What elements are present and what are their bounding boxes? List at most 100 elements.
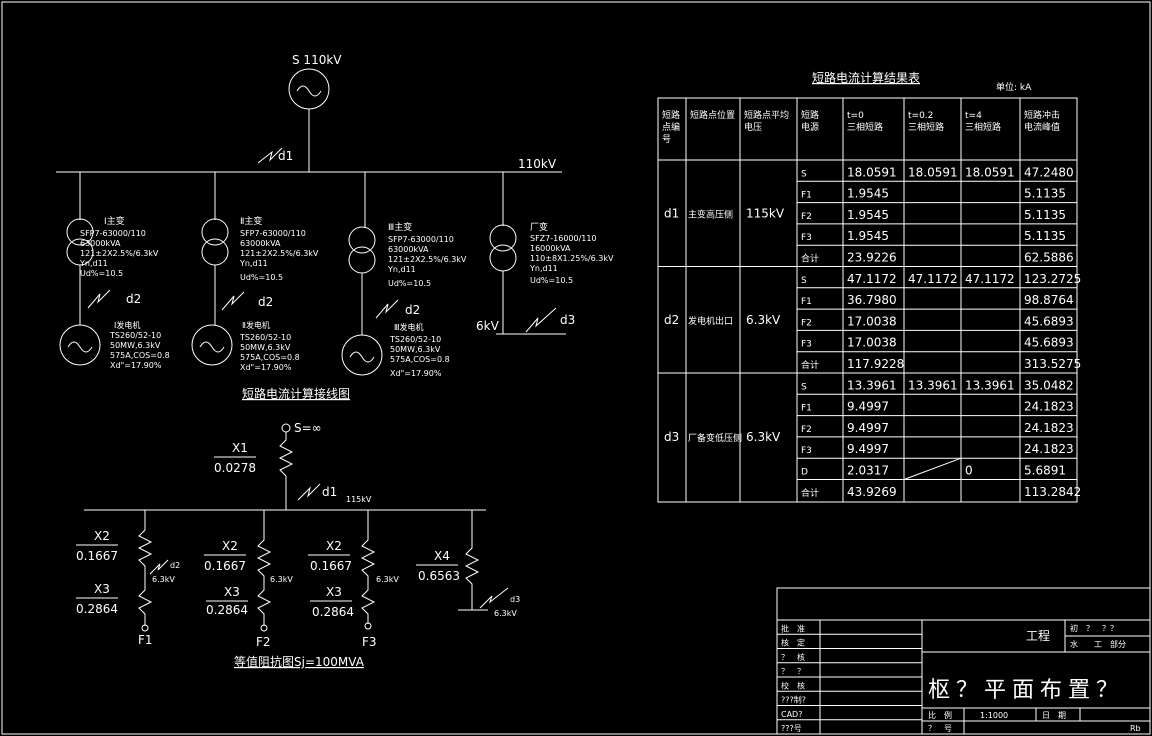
table-header-cell: 电压 <box>744 121 762 133</box>
svg-text:Ud%=10.5: Ud%=10.5 <box>240 273 283 282</box>
table-cell: F3 <box>801 340 812 350</box>
table-cell: S <box>801 169 807 179</box>
svg-text:Xd"=17.90%: Xd"=17.90% <box>390 369 442 378</box>
table-cell: 47.2480 <box>1024 165 1074 179</box>
fault-voltage: 115kV <box>746 206 785 220</box>
svg-text:0.2864: 0.2864 <box>76 602 118 616</box>
svg-text:Ⅲ发电机: Ⅲ发电机 <box>394 322 424 332</box>
transformer-winding-icon <box>201 238 229 266</box>
table-cell: 18.0591 <box>847 165 897 179</box>
table-cell: 1.9545 <box>847 208 889 222</box>
impedance-branch-f3 <box>360 510 376 624</box>
table-cell: 合计 <box>801 487 819 499</box>
svg-text:SFZ7-16000/110: SFZ7-16000/110 <box>530 234 597 243</box>
svg-text:575A,COS=0.8: 575A,COS=0.8 <box>110 351 170 360</box>
svg-text:Ud%=10.5: Ud%=10.5 <box>80 269 123 278</box>
table-cell: 17.0038 <box>847 314 897 328</box>
svg-text:575A,COS=0.8: 575A,COS=0.8 <box>390 355 450 364</box>
table-cell: 合计 <box>801 253 819 265</box>
title-block-row-label: 校 核 <box>781 680 805 690</box>
date-label: 日 期 <box>1042 711 1066 720</box>
svg-text:6.3kV: 6.3kV <box>494 609 517 618</box>
table-cell: 18.0591 <box>965 165 1015 179</box>
table-header-cell: 短路 <box>801 109 819 121</box>
svg-text:d2: d2 <box>258 295 273 309</box>
source-wave-icon <box>296 85 322 97</box>
fault-arrow-d1-icon <box>257 147 283 164</box>
table-header-cell: 点编 <box>662 121 680 133</box>
svg-text:Yn,d11: Yn,d11 <box>79 259 108 268</box>
generator-symbol <box>191 324 233 366</box>
table-cell: 13.3961 <box>847 378 897 392</box>
impedance-x1 <box>278 432 294 510</box>
table-cell: 47.1172 <box>847 272 897 286</box>
svg-text:Xd"=17.90%: Xd"=17.90% <box>110 361 162 370</box>
table-cell: 23.9226 <box>847 251 897 265</box>
fault-arrow-icon <box>525 307 557 333</box>
table-cell: S <box>801 276 807 286</box>
table-header-cell: 电流峰值 <box>1024 121 1060 133</box>
svg-text:TS260/52-10: TS260/52-10 <box>109 331 161 340</box>
table-cell: 123.2725 <box>1024 272 1081 286</box>
table-cell: D <box>801 468 808 478</box>
fault-location: 厂备变低压侧 <box>688 432 742 444</box>
svg-text:d2: d2 <box>170 561 180 570</box>
table-cell: 24.1823 <box>1024 442 1074 456</box>
impedance-caption: 等值阻抗图Sj=100MVA <box>234 654 365 669</box>
svg-text:Yn,d11: Yn,d11 <box>529 264 558 273</box>
fault-arrow-icon <box>149 559 169 575</box>
generator-symbol <box>341 334 383 376</box>
table-cell: F3 <box>801 446 812 456</box>
svg-text:6kV: 6kV <box>476 319 500 333</box>
svg-text:厂变: 厂变 <box>530 221 548 233</box>
table-cell: 62.5886 <box>1024 251 1074 265</box>
svg-text:Ⅲ主变: Ⅲ主变 <box>388 221 412 233</box>
table-unit: 单位: kA <box>996 81 1032 93</box>
branch-4-aux: 厂变 SFZ7-16000/110 16000kVA 110±8X1.25%/6… <box>476 172 614 335</box>
table-cell: 43.9269 <box>847 485 897 499</box>
table-cell: 5.6891 <box>1024 464 1066 478</box>
table-cell: S <box>801 382 807 392</box>
table-cell: 47.1172 <box>908 272 958 286</box>
svg-text:63000kVA: 63000kVA <box>80 239 121 248</box>
svg-text:16000kVA: 16000kVA <box>530 244 571 253</box>
branch-1: Ⅰ主变 SFP7-63000/110 63000kVA 121±2X2.5%/6… <box>59 172 170 370</box>
svg-text:TS260/52-10: TS260/52-10 <box>389 335 441 344</box>
svg-text:0.1667: 0.1667 <box>204 559 246 573</box>
impedance-branch-f2 <box>256 510 272 626</box>
title-block-row-label: ？ 核 <box>781 652 805 662</box>
svg-text:121±2X2.5%/6.3kV: 121±2X2.5%/6.3kV <box>388 255 467 264</box>
svg-text:Ⅰ发电机: Ⅰ发电机 <box>114 320 140 330</box>
svg-text:d2: d2 <box>405 303 420 317</box>
fault-arrow-icon <box>479 587 509 609</box>
table-cell: 18.0591 <box>908 165 958 179</box>
table-cell: 36.7980 <box>847 293 897 307</box>
fault-arrow-icon <box>375 299 399 319</box>
transformer-winding-icon <box>201 218 229 246</box>
table-cell: 24.1823 <box>1024 400 1074 414</box>
svg-text:0.2864: 0.2864 <box>312 605 354 619</box>
drawing-title: 枢？平面布置？ <box>928 678 1124 703</box>
transformer-winding-icon <box>348 246 376 274</box>
svg-text:Yn,d11: Yn,d11 <box>387 265 416 274</box>
svg-text:0.1667: 0.1667 <box>310 559 352 573</box>
fault-voltage: 6.3kV <box>746 313 781 327</box>
svg-text:X3: X3 <box>326 585 342 599</box>
table-cell: 313.5275 <box>1024 357 1081 371</box>
table-header-cell: t=0 <box>847 111 864 121</box>
table-cell: F2 <box>801 212 812 222</box>
results-table: 短路电流计算结果表 单位: kA 短路点编号短路点位置短路点平均电压短路电源t=… <box>657 70 1081 503</box>
one-line-diagram: S 110kV d1 110kV Ⅰ主变 SFP7-63000/110 6300… <box>56 53 614 401</box>
svg-text:Ud%=10.5: Ud%=10.5 <box>388 279 431 288</box>
title-block-row-label: CAD? <box>781 710 802 719</box>
diagram-caption: 短路电流计算接线图 <box>242 386 350 401</box>
scale-label: 比 例 <box>928 710 952 720</box>
svg-text:SFP7-63000/110: SFP7-63000/110 <box>80 229 146 238</box>
svg-text:6.3kV: 6.3kV <box>270 575 293 584</box>
fault-point-id: d2 <box>664 313 679 327</box>
stage-line-1: 初 ？ ？？ <box>1070 623 1118 633</box>
table-header-cell: 三相短路 <box>965 121 1001 133</box>
scale-value: 1:1000 <box>980 711 1008 720</box>
title-block-row-label: ???号 <box>781 724 802 733</box>
